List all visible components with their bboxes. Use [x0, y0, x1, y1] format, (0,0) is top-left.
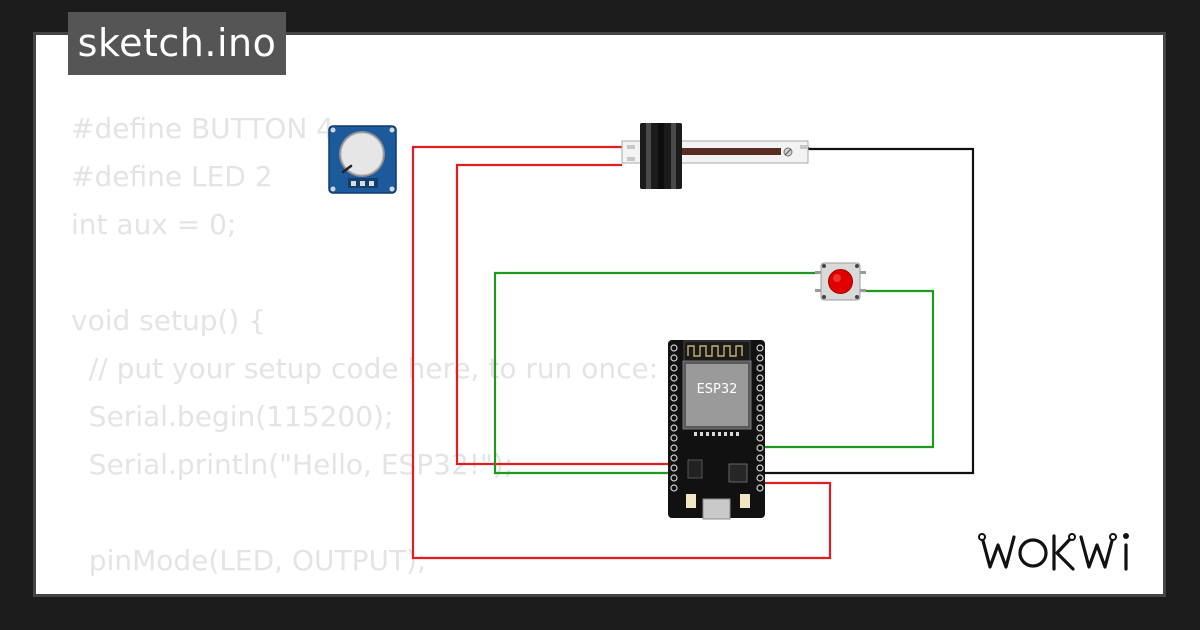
code-line: // put your setup code here, to run once… [71, 352, 659, 385]
preview-card: #define BUTTON 4 #define LED 2 int aux = 0… [33, 32, 1166, 597]
wire-red-outer [411, 145, 832, 560]
push-button[interactable] [815, 262, 866, 301]
wires [411, 145, 975, 560]
wokwi-logo [978, 533, 1129, 571]
rotary-potentiometer[interactable] [328, 125, 397, 194]
code-line: void setup() { [71, 304, 267, 337]
code-line: Serial.begin(115200); [71, 400, 394, 433]
code-preview: #define BUTTON 4 #define LED 2 int aux = 0… [71, 105, 659, 594]
esp32-board[interactable]: ESP32 [668, 340, 765, 520]
code-line: int aux = 0; [71, 208, 237, 241]
mcu-label: ESP32 [697, 382, 738, 397]
wire-green-button-right [763, 289, 935, 449]
filename-tab[interactable]: sketch.ino [68, 12, 286, 75]
code-line: digitalWrite(LED, LOW); [71, 585, 658, 594]
code-line: pinMode(LED, OUTPUT); [71, 544, 427, 577]
slide-potentiometer[interactable] [621, 123, 809, 189]
wire-red-inner [455, 163, 676, 466]
code-line: #define LED 2 [71, 160, 273, 193]
wire-green-button-left [493, 271, 818, 475]
wire-black [763, 147, 975, 475]
code-line: #define BUTTON 4 [71, 112, 335, 145]
